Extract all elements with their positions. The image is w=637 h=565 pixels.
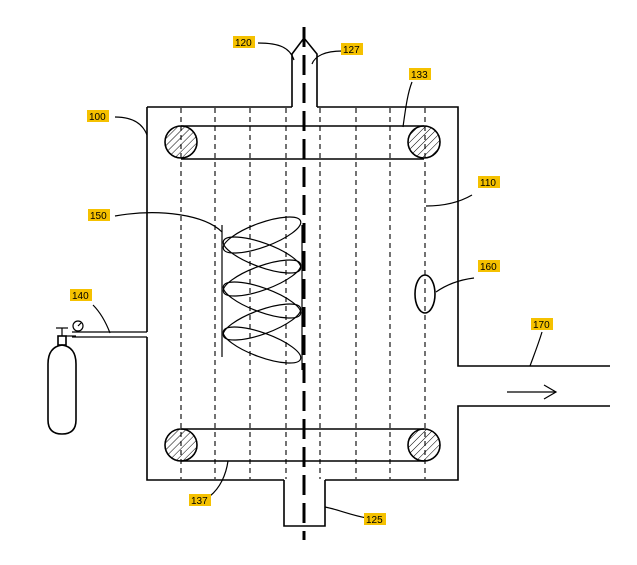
svg-text:150: 150 [90, 211, 107, 222]
svg-text:127: 127 [343, 45, 360, 56]
label-133: 133 [409, 68, 431, 81]
label-127: 127 [341, 43, 363, 56]
label-150: 150 [88, 209, 110, 222]
dashed-filaments [180, 108, 426, 479]
gas-supply-line [72, 331, 147, 338]
bottom-roller-belt [164, 428, 441, 462]
label-170: 170 [531, 318, 553, 331]
reference-labels: 100 110 120 125 127 133 137 140 [70, 36, 553, 526]
top-roller-belt [164, 125, 441, 160]
label-137: 137 [189, 494, 211, 507]
svg-text:137: 137 [191, 496, 208, 507]
label-100: 100 [87, 110, 109, 123]
svg-text:160: 160 [480, 262, 497, 273]
helical-coil [221, 216, 303, 370]
svg-text:120: 120 [235, 38, 252, 49]
svg-text:140: 140 [72, 291, 89, 302]
label-140: 140 [70, 289, 92, 302]
viewing-window [414, 274, 436, 314]
svg-text:133: 133 [411, 70, 428, 81]
leader-lines [92, 42, 543, 519]
bottom-right-roller [407, 428, 441, 462]
label-120: 120 [233, 36, 255, 49]
svg-text:125: 125 [366, 515, 383, 526]
arrow-right-icon [507, 384, 558, 400]
svg-text:170: 170 [533, 320, 550, 331]
top-right-roller [407, 125, 441, 159]
chamber-housing [146, 106, 610, 481]
label-110: 110 [478, 176, 500, 189]
gas-cylinder-icon [47, 320, 84, 435]
bottom-pipe [283, 480, 326, 527]
label-125: 125 [364, 513, 386, 526]
label-160: 160 [478, 260, 500, 273]
top-left-roller [164, 125, 198, 159]
svg-text:100: 100 [89, 112, 106, 123]
bottom-left-roller [164, 428, 198, 462]
svg-text:110: 110 [480, 178, 496, 189]
